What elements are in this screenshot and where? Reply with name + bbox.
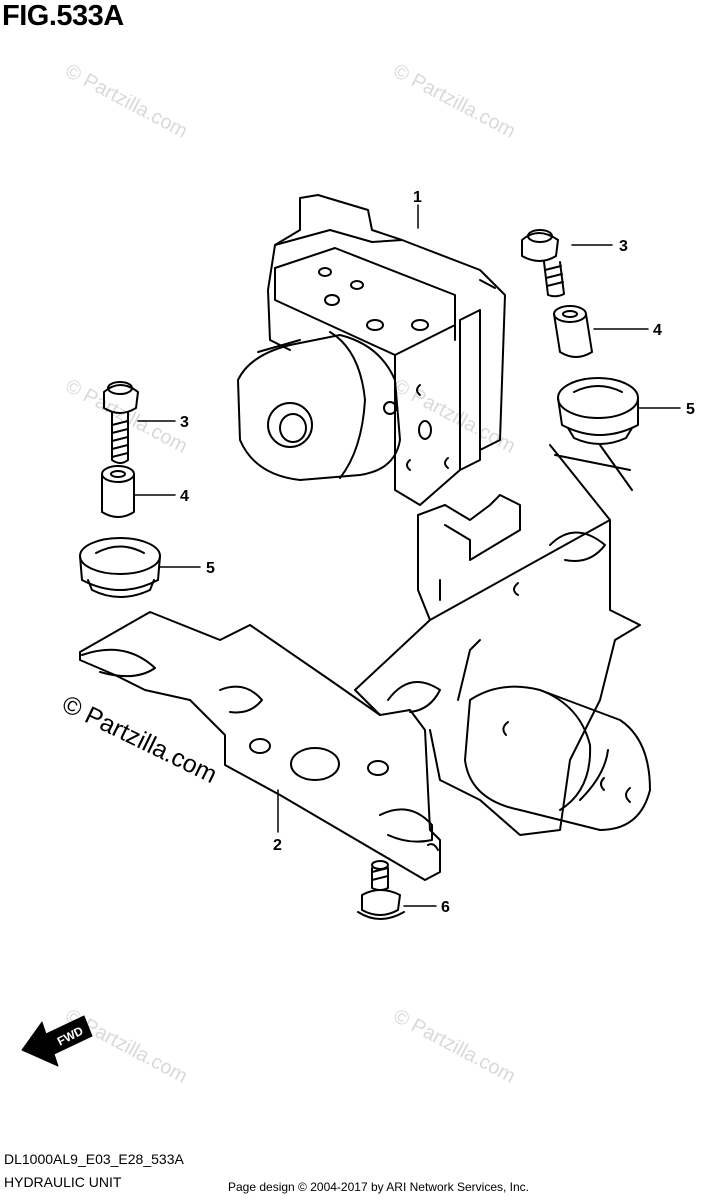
- callout-3-left: 3: [180, 414, 189, 431]
- callout-5-left: 5: [206, 560, 215, 577]
- right-bolt-part: [521, 229, 565, 298]
- callout-4-right: 4: [653, 322, 662, 339]
- diagram-name: HYDRAULIC UNIT: [4, 1174, 122, 1190]
- copyright-notice: Page design © 2004-2017 by ARI Network S…: [228, 1180, 530, 1194]
- bracket-part: [79, 444, 651, 881]
- callout-4-left: 4: [180, 488, 189, 505]
- fwd-arrow-icon: FWD: [21, 1015, 93, 1067]
- figure-title: FIG.533A: [2, 0, 124, 32]
- hydraulic-unit-part: [237, 194, 506, 506]
- callout-5-right: 5: [686, 401, 695, 418]
- callout-1: 1: [413, 189, 422, 206]
- diagram-code: DL1000AL9_E03_E28_533A: [4, 1151, 184, 1167]
- leader-lines: [133, 204, 681, 907]
- left-spacer-part: [101, 465, 135, 518]
- left-bolt-part: [103, 381, 139, 464]
- right-cushion-part: [557, 377, 639, 445]
- callout-2: 2: [273, 837, 282, 854]
- callout-6: 6: [441, 899, 450, 916]
- left-cushion-part: [79, 537, 161, 598]
- lower-bolt-part: [357, 860, 405, 920]
- right-spacer-part: [553, 305, 593, 358]
- callout-3-right: 3: [619, 238, 628, 255]
